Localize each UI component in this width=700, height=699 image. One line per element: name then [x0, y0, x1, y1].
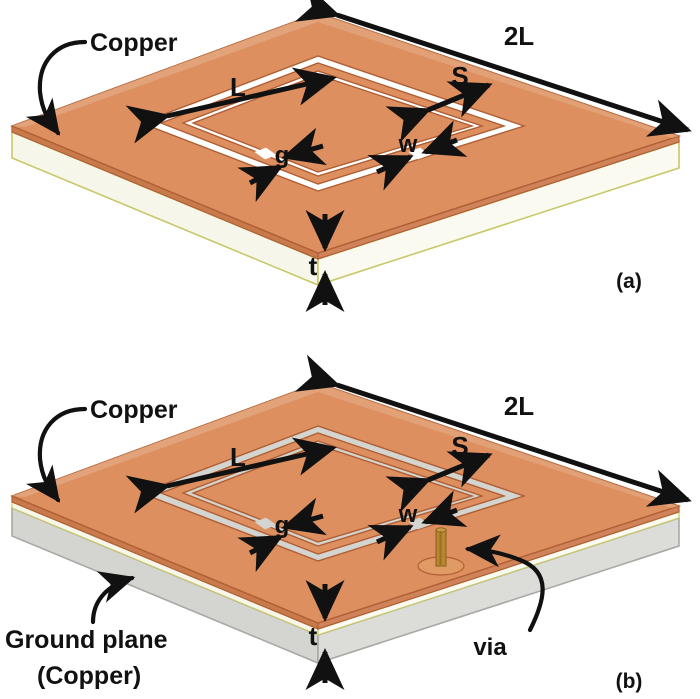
dim-g-label-b: g	[275, 512, 290, 539]
ring-gap-g-b	[254, 517, 277, 530]
dim-g-label-a: g	[275, 142, 290, 169]
panel-label-b: (b)	[616, 670, 643, 693]
copper-label-b: Copper	[90, 396, 178, 424]
via-shade	[439, 531, 442, 565]
dim-L-label-b: L	[230, 442, 246, 472]
copper-label-a: Copper	[90, 29, 178, 57]
dim-w-label-a: w	[398, 131, 418, 158]
copper-leader-a	[25, 39, 88, 136]
copper-side-band-b	[11, 495, 680, 630]
panel-label-a: (a)	[616, 270, 642, 293]
dim-L-arrow-a	[125, 67, 337, 144]
dim-w-arrow-1-b	[421, 490, 468, 527]
dim-t-label-b: t	[309, 621, 318, 651]
dim-S-arrow-a	[385, 81, 493, 143]
dim-S-label-b: S	[451, 431, 468, 461]
dim-2L-label-b: 2L	[504, 391, 534, 421]
dim-g-arrow-2-b	[237, 534, 284, 573]
dim-g-arrow-1-b	[281, 497, 327, 536]
ring-gap-g-a	[254, 147, 277, 160]
dim-t-label-a: t	[309, 251, 318, 281]
dim-L-arrow-b	[125, 437, 337, 514]
panel-b-graphic: Copper Ground plane (Copper) via 2L L S …	[5, 354, 692, 693]
via-leader	[464, 534, 545, 633]
panel-a-graphic: Copper 2L L S g w t (a)	[10, 0, 692, 312]
copper-leader-b	[25, 406, 88, 503]
dim-S-label-a: S	[451, 61, 468, 91]
dim-w-arrow-2-b	[367, 524, 414, 561]
via-structure	[417, 527, 465, 576]
dim-2L-label-a: 2L	[504, 21, 534, 51]
dim-w-arrow-1-a	[421, 120, 468, 157]
dim-g-arrow-1-a	[281, 127, 327, 166]
dim-2L-arrow-a	[294, 0, 692, 137]
via-label: via	[473, 634, 507, 661]
ground-plane-label-line1: Ground plane	[5, 626, 168, 654]
ground-plane-label-line2: (Copper)	[37, 662, 141, 690]
dim-w-arrow-2-a	[367, 154, 414, 191]
dim-g-arrow-2-a	[237, 164, 284, 203]
ground-plane-leader	[90, 571, 136, 625]
dim-w-label-b: w	[398, 501, 418, 528]
dim-L-label-a: L	[230, 72, 246, 102]
dim-2L-arrow-b	[294, 354, 692, 507]
dim-S-arrow-b	[385, 451, 493, 513]
